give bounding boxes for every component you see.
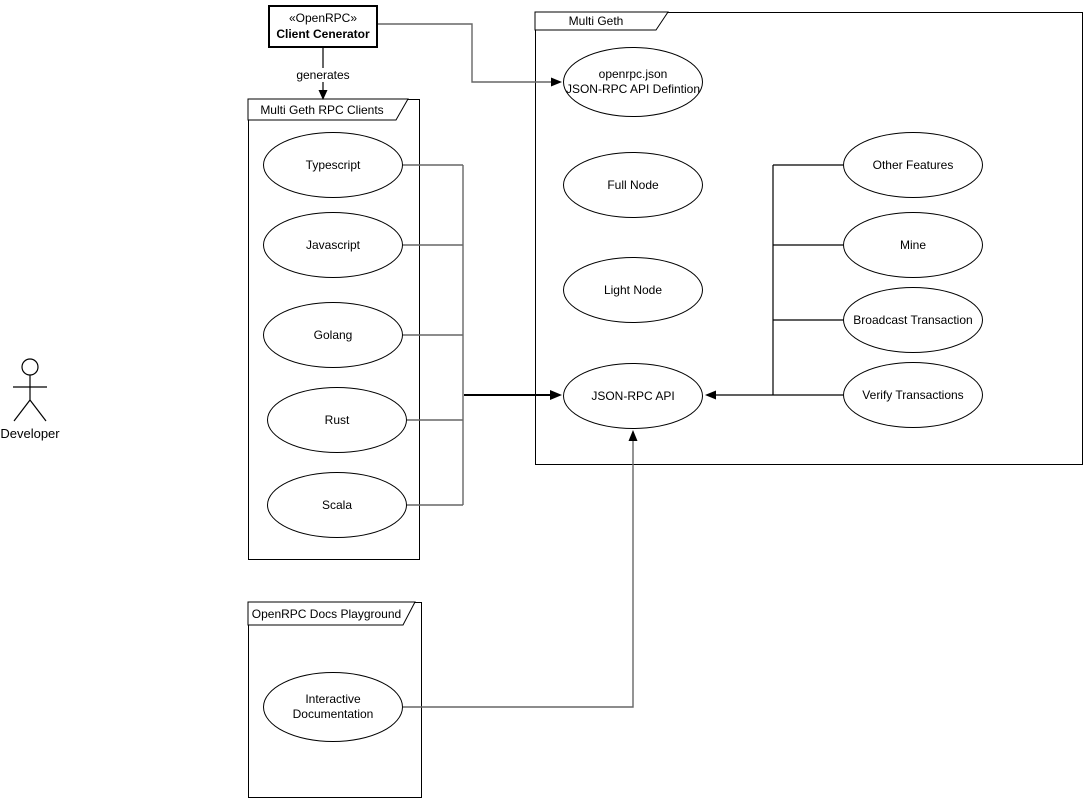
package-tabs bbox=[247, 11, 669, 626]
arrowhead-left-api bbox=[705, 390, 716, 400]
client-generator-name: Client Cenerator bbox=[276, 26, 370, 41]
arrowhead-right-openrpc bbox=[551, 77, 562, 87]
usecase-scala[interactable]: Scala bbox=[267, 472, 407, 538]
edge-docs-to-api[interactable] bbox=[403, 437, 634, 708]
usecase-other-features[interactable]: Other Features bbox=[843, 132, 983, 198]
usecase-golang-label: Golang bbox=[313, 327, 353, 342]
arrowhead-up-api bbox=[628, 430, 638, 441]
usecase-json-rpc-api-label: JSON-RPC API bbox=[591, 388, 675, 403]
usecase-javascript-label: Javascript bbox=[305, 237, 361, 252]
usecase-openrpc-json-line2: JSON-RPC API Defintion bbox=[565, 82, 701, 96]
usecase-broadcast-transaction[interactable]: Broadcast Transaction bbox=[843, 287, 983, 353]
usecase-verify-transactions[interactable]: Verify Transactions bbox=[843, 362, 983, 428]
usecase-full-node[interactable]: Full Node bbox=[563, 152, 703, 218]
client-generator-box[interactable]: «OpenRPC» Client Cenerator bbox=[268, 5, 378, 48]
edge-generator-to-openrpc-json[interactable] bbox=[378, 23, 551, 83]
multi-geth-package-tab bbox=[534, 11, 669, 31]
client-generator-stereotype: «OpenRPC» bbox=[288, 10, 358, 25]
usecase-interactive-documentation-line2: Documentation bbox=[292, 707, 374, 721]
arrowhead-right-api bbox=[550, 390, 562, 400]
usecase-full-node-label: Full Node bbox=[607, 177, 659, 192]
arrowheads bbox=[318, 77, 716, 441]
package-multi-geth[interactable] bbox=[535, 12, 1083, 465]
usecase-light-node-label: Light Node bbox=[603, 282, 663, 297]
black-connectors bbox=[322, 48, 843, 396]
usecase-openrpc-json[interactable]: openrpc.json JSON-RPC API Defintion bbox=[563, 47, 703, 117]
developer-actor-icon[interactable] bbox=[13, 358, 47, 422]
usecase-rust-label: Rust bbox=[324, 412, 350, 427]
usecase-javascript[interactable]: Javascript bbox=[263, 212, 403, 278]
clients-package-title: Multi Geth RPC Clients bbox=[260, 102, 384, 117]
usecase-golang[interactable]: Golang bbox=[263, 302, 403, 368]
docs-package-title: OpenRPC Docs Playground bbox=[251, 606, 402, 621]
usecase-light-node[interactable]: Light Node bbox=[563, 257, 703, 323]
usecase-mine-label: Mine bbox=[899, 237, 926, 252]
usecase-mine[interactable]: Mine bbox=[843, 212, 983, 278]
developer-actor-label: Developer bbox=[0, 426, 60, 441]
usecase-interactive-documentation[interactable]: Interactive Documentation bbox=[263, 672, 403, 742]
arrowhead-down-generates bbox=[318, 90, 328, 100]
docs-package-tab bbox=[247, 601, 416, 626]
usecase-interactive-documentation-line1: Interactive bbox=[305, 692, 361, 706]
generates-edge-label: generates bbox=[291, 68, 355, 82]
usecase-verify-transactions-label: Verify Transactions bbox=[862, 387, 964, 402]
usecase-json-rpc-api[interactable]: JSON-RPC API bbox=[563, 363, 703, 429]
usecase-broadcast-transaction-label: Broadcast Transaction bbox=[853, 312, 973, 327]
usecase-scala-label: Scala bbox=[321, 497, 353, 512]
clients-package-tab bbox=[247, 98, 409, 121]
usecase-rust[interactable]: Rust bbox=[267, 387, 407, 453]
usecase-openrpc-json-line1: openrpc.json bbox=[598, 67, 668, 81]
usecase-typescript[interactable]: Typescript bbox=[263, 132, 403, 198]
usecase-other-features-label: Other Features bbox=[872, 157, 954, 172]
multi-geth-package-title: Multi Geth bbox=[568, 14, 624, 28]
usecase-typescript-label: Typescript bbox=[305, 157, 361, 172]
gray-connectors bbox=[378, 23, 634, 708]
